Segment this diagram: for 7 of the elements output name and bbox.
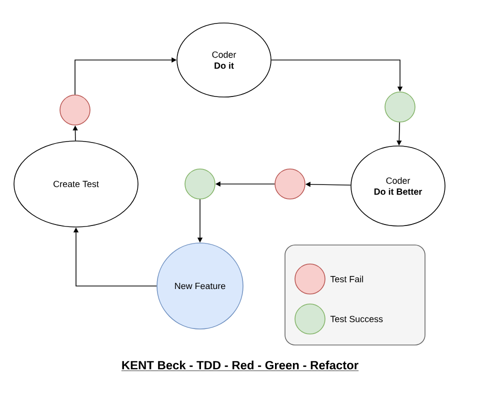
status-circle: [384, 92, 416, 122]
legend-label: Test Success: [330, 316, 383, 322]
status-circle: [184, 168, 216, 200]
title: KENT Beck - TDD - Red - Green - Refactor: [121, 360, 359, 371]
status-circle: [60, 94, 90, 126]
status-circle: [274, 168, 306, 200]
legend-label: Test Fail: [330, 276, 363, 282]
